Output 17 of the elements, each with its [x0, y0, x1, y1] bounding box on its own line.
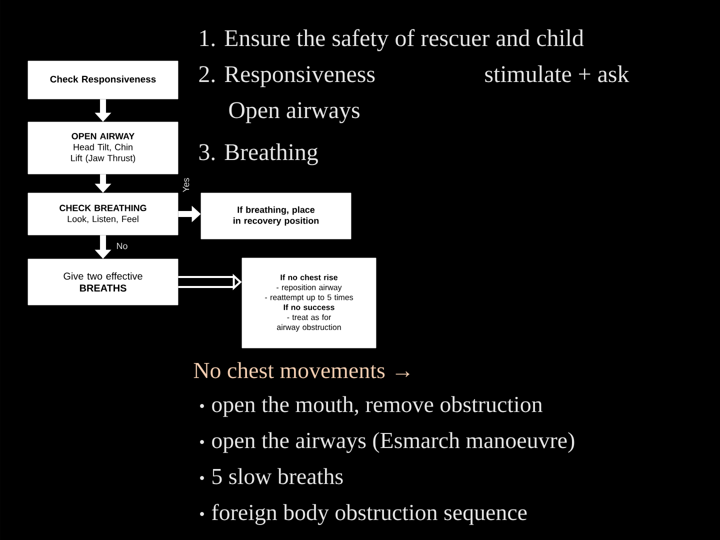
process-box: Give two effective BREATHS: [28, 258, 178, 306]
slide-text: No chest movements →: [194, 362, 410, 378]
slide-text: stimulate + ask: [485, 65, 630, 82]
process-box: Check Responsiveness: [28, 60, 178, 100]
slide-text: foreign body obstruction sequence: [212, 504, 527, 525]
slide-text: 5 slow breaths: [212, 468, 343, 484]
slide-text: open the mouth, remove obstruction: [212, 396, 542, 417]
process-box: OPEN AIRWAY Head Tilt, Chin Lift (Jaw Thrust): [28, 122, 178, 174]
slide-text: 1. Ensure the safety of rescuer and child: [200, 29, 584, 52]
slide-text: open the airways (Esmarch manoeuvre): [212, 432, 574, 453]
process-box: CHECK BREATHING Look, Listen, Feel: [28, 192, 178, 236]
slide-text: 3. Breathing: [199, 143, 318, 166]
slide-text: 2. Responsiveness: [199, 66, 375, 88]
process-box: If breathing, place in recovery position: [200, 192, 352, 240]
edge-label: No: [117, 242, 128, 250]
slide-text: Open airways: [229, 102, 360, 124]
edge-label: Yes: [182, 178, 190, 192]
